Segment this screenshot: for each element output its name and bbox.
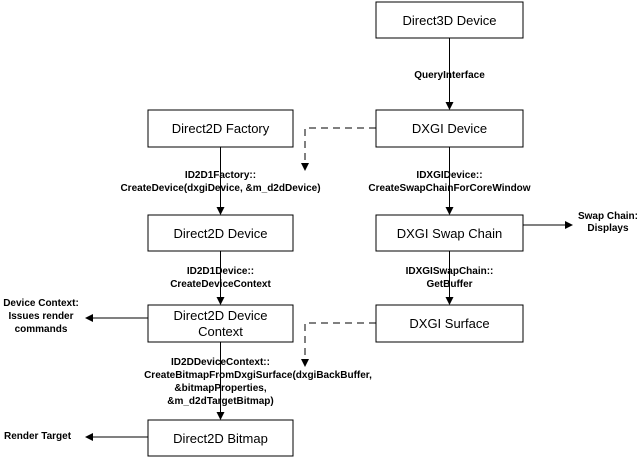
- box-direct2d-device: Direct2D Device: [147, 214, 294, 252]
- box-direct2d-factory: Direct2D Factory: [147, 109, 294, 148]
- label-create-device: ID2D1Factory:: CreateDevice(dxgiDevice, …: [120, 170, 320, 194]
- box-direct2d-device-context: Direct2D Device Context: [147, 304, 294, 343]
- label-line: &bitmapProperties,: [174, 383, 266, 394]
- label-device-context-note: Device Context: Issues render commands: [3, 298, 79, 335]
- label-line: CreateDevice(dxgiDevice, &m_d2dDevice): [120, 183, 320, 194]
- label-get-buffer: IDXGISwapChain:: GetBuffer: [406, 266, 494, 290]
- label-line: CreateSwapChainForCoreWindow: [368, 183, 530, 194]
- label-create-bitmap: ID2DDeviceContext:: CreateBitmapFromDxgi…: [144, 357, 372, 407]
- label-line: commands: [15, 324, 68, 335]
- box-label: DXGI Device: [412, 121, 487, 136]
- label-line: GetBuffer: [426, 279, 472, 290]
- label-line: ID2D1Factory::: [185, 170, 256, 181]
- box-direct2d-bitmap: Direct2D Bitmap: [147, 419, 294, 457]
- dashed-arrow-dxgi-surface-input: [301, 322, 376, 367]
- label-line: IDXGIDevice::: [416, 170, 482, 181]
- label-line: IDXGISwapChain::: [406, 266, 494, 277]
- label-create-device-context: ID2D1Device:: CreateDeviceContext: [170, 266, 271, 290]
- box-direct3d-device: Direct3D Device: [375, 1, 524, 39]
- label-swap-chain-displays: Swap Chain: Displays: [578, 211, 638, 234]
- box-dxgi-device: DXGI Device: [375, 109, 524, 148]
- box-label: Direct2D Bitmap: [173, 431, 268, 446]
- label-line: &m_d2dTargetBitmap): [167, 396, 274, 407]
- box-label: DXGI Surface: [409, 316, 489, 331]
- label-line: Swap Chain:: [578, 211, 638, 222]
- label-line: CreateDeviceContext: [170, 279, 271, 290]
- label-create-swap-chain: IDXGIDevice:: CreateSwapChainForCoreWind…: [368, 170, 530, 194]
- box-dxgi-surface: DXGI Surface: [375, 304, 524, 343]
- box-label: Direct3D Device: [403, 13, 497, 28]
- dashed-arrow-dxgi-device-input: [301, 127, 376, 171]
- box-label: Direct2D Factory: [172, 121, 270, 136]
- label-query-interface: QueryInterface: [414, 70, 485, 81]
- box-dxgi-swap-chain: DXGI Swap Chain: [375, 214, 524, 252]
- label-line: ID2DDeviceContext::: [171, 357, 270, 368]
- label-render-target: Render Target: [4, 431, 72, 442]
- box-label: DXGI Swap Chain: [397, 226, 503, 241]
- label-line: Displays: [587, 223, 629, 234]
- label-line: Issues render: [8, 311, 73, 322]
- label-line: Device Context:: [3, 298, 79, 309]
- box-label: Direct2D Device: [174, 226, 268, 241]
- label-line: Render Target: [4, 431, 72, 442]
- label-line: CreateBitmapFromDxgiSurface(dxgiBackBuff…: [144, 370, 372, 381]
- box-label-line2: Context: [198, 324, 243, 339]
- label-line: ID2D1Device::: [187, 266, 254, 277]
- box-label-line1: Direct2D Device: [174, 308, 268, 323]
- label-line: QueryInterface: [414, 70, 485, 81]
